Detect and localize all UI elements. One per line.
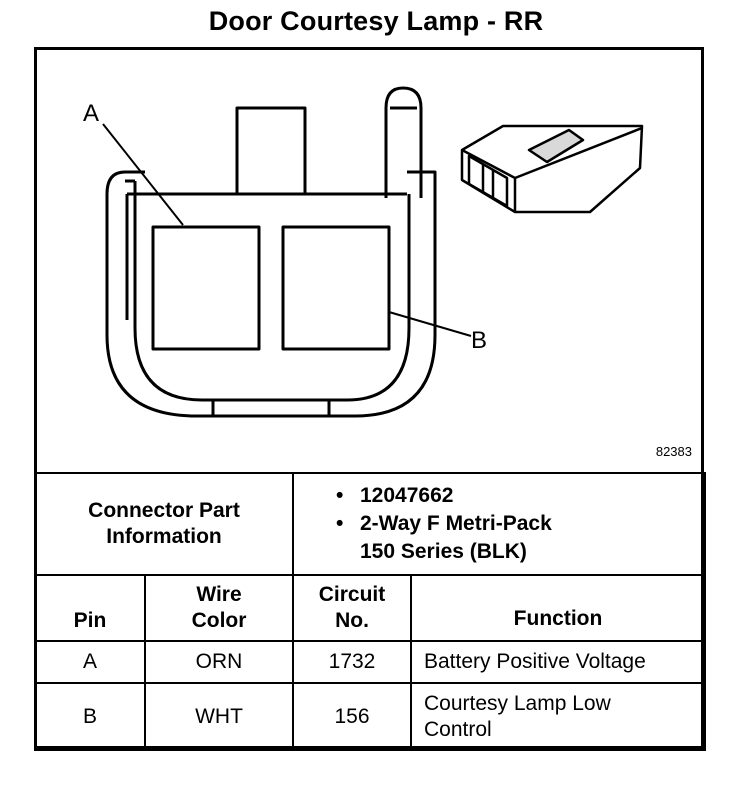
wire-color-cell: ORN xyxy=(144,640,294,684)
header-function: Function xyxy=(410,574,706,642)
connector-description-line1: 2-Way F Metri-Pack xyxy=(360,512,552,535)
connector-part-info-label: Connector Part Information xyxy=(34,472,294,576)
leader-line-a xyxy=(102,123,184,226)
reference-number: 82383 xyxy=(655,444,692,459)
connector-info-table: Connector Part Information • 12047662 • … xyxy=(34,472,706,751)
connector-part-info-details: • 12047662 • 2-Way F Metri-Pack 150 Seri… xyxy=(292,472,706,576)
connector-top-tab xyxy=(235,106,307,194)
connector-diagram: A B xyxy=(83,86,644,418)
part-number: 12047662 xyxy=(360,484,454,507)
pin-label-b: B xyxy=(471,327,487,354)
connector-front-face xyxy=(125,192,407,320)
header-pin: Pin xyxy=(34,574,146,642)
function-cell: Battery Positive Voltage xyxy=(410,640,706,684)
pin-cell: B xyxy=(34,682,146,751)
header-wire-color: Wire Color xyxy=(144,574,294,642)
pin-label-a: A xyxy=(83,100,99,127)
connector-outer-body xyxy=(105,170,437,418)
table-header-row: Pin Wire Color Circuit No. Function xyxy=(34,574,706,642)
circuit-cell: 156 xyxy=(292,682,412,751)
connector-description-item: • 2-Way F Metri-Pack 150 Series (BLK) xyxy=(336,512,552,563)
table-row: A ORN 1732 Battery Positive Voltage xyxy=(34,640,706,684)
function-cell: Courtesy Lamp Low Control xyxy=(410,682,706,751)
wire-color-cell: WHT xyxy=(144,682,294,751)
terminal-cavity-b xyxy=(281,225,391,351)
terminal-cavity-a xyxy=(151,225,261,351)
page-title: Door Courtesy Lamp - RR xyxy=(208,6,544,36)
connector-latch xyxy=(384,86,423,198)
leader-line-b xyxy=(388,311,472,337)
circuit-cell: 1732 xyxy=(292,640,412,684)
part-number-item: • 12047662 xyxy=(336,484,454,507)
pin-cell: A xyxy=(34,640,146,684)
connector-description-line2: 150 Series (BLK) xyxy=(360,540,527,563)
connector-part-info-row: Connector Part Information • 12047662 • … xyxy=(34,472,706,576)
table-row: B WHT 156 Courtesy Lamp Low Control xyxy=(34,682,706,751)
header-circuit-no: Circuit No. xyxy=(292,574,412,642)
connector-isometric-icon xyxy=(460,124,644,214)
